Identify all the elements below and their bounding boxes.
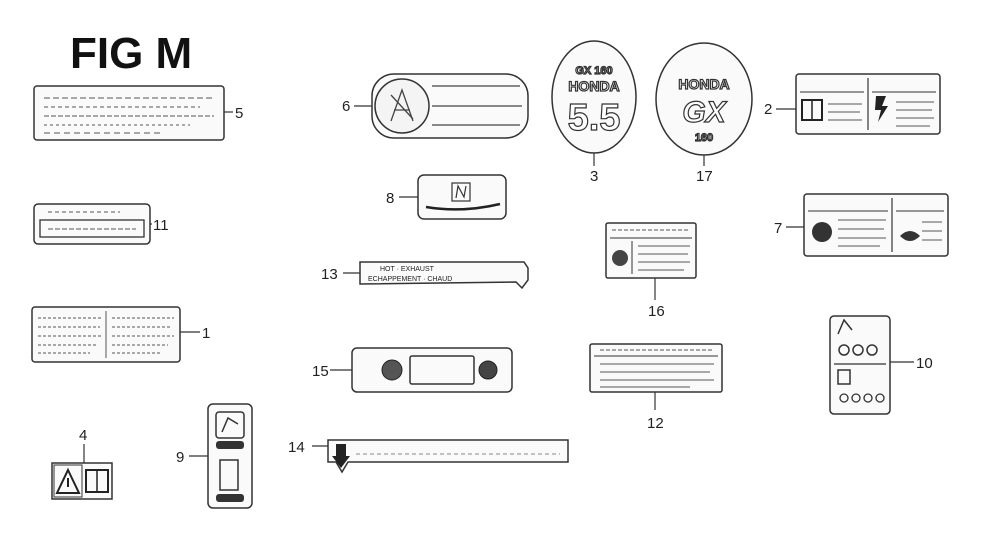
callout-3: 3: [590, 168, 598, 185]
callout-4: 4: [79, 427, 87, 444]
callout-10: 10: [916, 355, 933, 372]
decal-8: [417, 174, 507, 220]
callout-14: 14: [288, 439, 305, 456]
hot-exhaust-text: HOT · EXHAUST: [380, 266, 435, 273]
decal-14: [327, 439, 569, 474]
callout-1: 1: [202, 325, 210, 342]
decal-9: [207, 403, 253, 509]
decal-1: [31, 306, 181, 363]
decal-2: [795, 73, 941, 135]
echappement-text: ECHAPPEMENT · CHAUD: [368, 276, 452, 283]
callout-9: 9: [176, 449, 184, 466]
decal-15: [351, 347, 513, 393]
decal-5: [33, 85, 225, 141]
callout-5: 5: [235, 105, 243, 122]
decal-13: HOT · EXHAUST ECHAPPEMENT · CHAUD: [359, 261, 529, 290]
decal-17-sub-text: 160: [695, 132, 713, 144]
callout-2: 2: [764, 101, 772, 118]
callout-11: 11: [153, 217, 169, 234]
decal-11: [33, 203, 151, 245]
decal-4: [51, 462, 113, 500]
decal-12: [589, 343, 723, 393]
decal-16: [605, 222, 697, 279]
callout-7: 7: [774, 220, 782, 237]
callout-13: 13: [321, 266, 338, 283]
decal-17-big-text: GX: [682, 96, 727, 129]
decal-6: [371, 73, 529, 139]
callout-15: 15: [312, 363, 329, 380]
figure-title: FIG M: [70, 29, 192, 78]
callout-12: 12: [647, 415, 664, 432]
callout-6: 6: [342, 98, 350, 115]
decal-3-top-text: GX 160: [575, 65, 612, 77]
decal-3-brand-text: HONDA: [568, 78, 619, 94]
decal-17-brand-text: HONDA: [678, 76, 729, 92]
decal-7: [803, 193, 949, 257]
decal-3-big-text: 5.5: [568, 97, 621, 139]
callout-8: 8: [386, 190, 394, 207]
decal-10: [829, 315, 891, 415]
callout-17: 17: [696, 168, 713, 185]
decal-3: GX 160 HONDA 5.5: [551, 40, 637, 154]
decal-17: HONDA GX 160: [655, 42, 753, 156]
callout-16: 16: [648, 303, 665, 320]
